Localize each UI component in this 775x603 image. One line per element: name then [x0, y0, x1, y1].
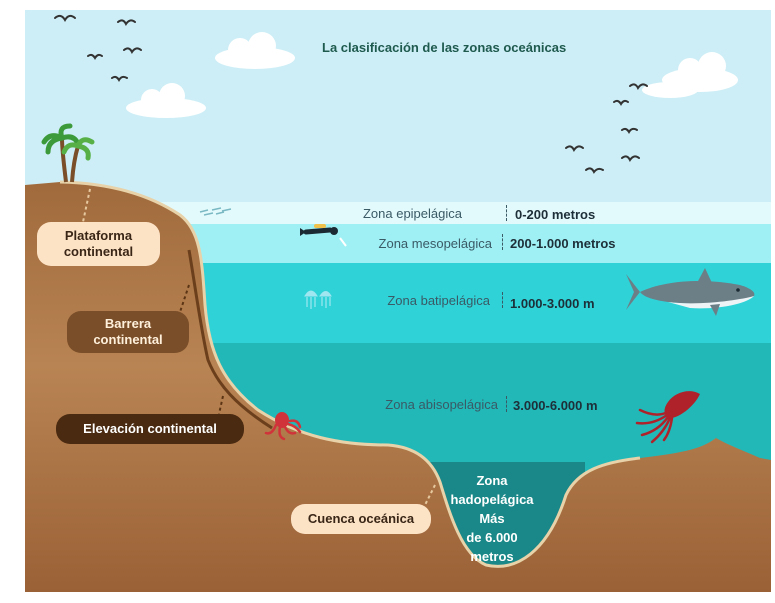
shark-icon [626, 268, 755, 316]
slope-shadow [187, 249, 273, 430]
zone-depth: 200-1.000 metros [510, 236, 616, 251]
epipelagic-layer [25, 202, 771, 224]
zone-separator [502, 292, 503, 308]
fish-school-icon [199, 207, 232, 216]
diver-icon [300, 224, 347, 247]
cuenca-leader [424, 484, 436, 506]
squid-icon [635, 391, 700, 444]
zone-separator [506, 205, 507, 221]
cloud-icon [642, 82, 698, 98]
barrera-line: continental [93, 332, 163, 347]
plataforma-line: Plataforma [64, 228, 133, 243]
hadopelagic-line: Zona [476, 473, 508, 488]
plataforma-line: continental [63, 244, 134, 259]
zone-name: Zona mesopelágica [378, 236, 492, 251]
seabed [25, 182, 771, 592]
barrera-leader [179, 284, 190, 313]
elevacion-continental-label: Elevación continental [56, 414, 244, 444]
diagram-title: La clasificación de las zonas oceánicas [322, 40, 567, 55]
hadopelagic-label: Zona hadopelágica Más de 6.000 metros [448, 471, 536, 566]
zone-depth: 0-200 metros [515, 207, 596, 222]
zone-depth: 1.000-3.000 m [510, 296, 595, 311]
zone-depth: 3.000-6.000 m [513, 398, 598, 413]
octopus-icon [264, 412, 302, 441]
cloud-icon [215, 32, 295, 69]
zone-separator [506, 396, 507, 412]
zone-name: Zona batipelágica [387, 293, 490, 308]
jellyfish-icon [304, 290, 332, 309]
cloud-icon [126, 83, 206, 118]
shelf-edge [59, 180, 641, 568]
barrera-line: Barrera [104, 316, 152, 331]
plataforma-continental-label: Plataforma continental [37, 222, 160, 266]
hadopelagic-line: metros [470, 549, 514, 564]
cuenca-oceanica-label: Cuenca oceánica [291, 504, 431, 534]
zone-name: Zona abisopelágica [385, 397, 498, 412]
barrera-continental-label: Barrera continental [67, 311, 189, 353]
hadopelagic-line: Más [479, 511, 505, 526]
hadopelagic-line: hadopelágica [450, 492, 534, 507]
zone-separator [502, 234, 503, 250]
hadopelagic-line: de 6.000 [466, 530, 518, 545]
zone-name: Zona epipelágica [362, 206, 462, 221]
palm-tree-icon [41, 123, 95, 183]
bird-icon [54, 14, 648, 174]
